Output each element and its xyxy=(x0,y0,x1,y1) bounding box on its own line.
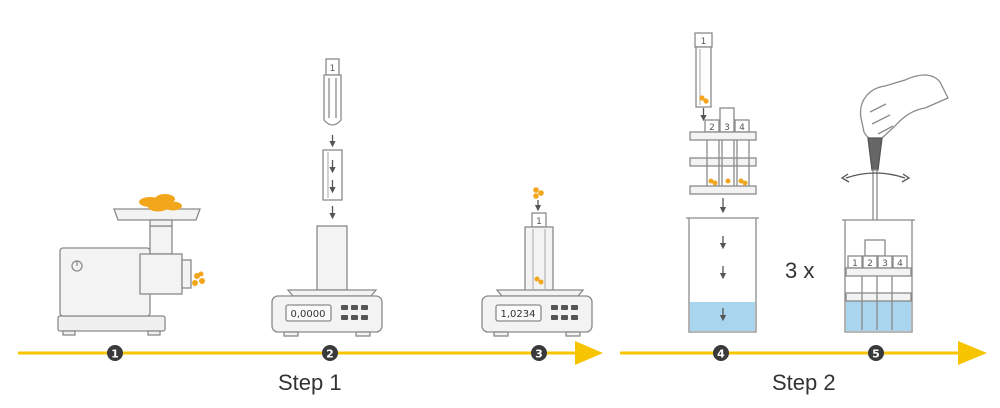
timeline-step2 xyxy=(620,341,987,365)
beaker-rack-label-1: 1 xyxy=(852,259,858,269)
step-number-2: 2 xyxy=(326,348,334,361)
timeline-step1 xyxy=(18,341,603,365)
rack-label-4: 4 xyxy=(739,123,745,133)
balance-weigh-sample-icon: 1 xyxy=(481,187,593,337)
tube-label-step3: 1 xyxy=(536,217,542,227)
step-number-4: 4 xyxy=(717,348,725,361)
step2-label: Step 2 xyxy=(772,370,836,395)
ground-sample-output xyxy=(192,271,205,286)
balance-tare-icon: 1 xyxy=(271,58,383,337)
beaker-rack-label-2: 2 xyxy=(867,259,873,269)
beaker-rack-label-4: 4 xyxy=(897,259,903,269)
sample-pieces-tray xyxy=(139,194,182,212)
balance-keypad xyxy=(341,305,368,320)
step-number-5: 5 xyxy=(872,348,880,361)
tube-label-step4: 1 xyxy=(701,37,707,47)
timeline-step2-arrowhead xyxy=(958,341,987,365)
step-number-1: 1 xyxy=(111,348,119,361)
step-marker-4: 4 xyxy=(713,345,729,361)
step-marker-1: 1 xyxy=(107,345,123,361)
repeat-count-label: 3 x xyxy=(785,258,815,283)
meat-grinder-icon xyxy=(57,208,201,336)
step-number-3: 3 xyxy=(535,348,543,361)
rack-label-3: 3 xyxy=(724,123,730,133)
step-marker-5: 5 xyxy=(868,345,884,361)
hand-rotate-rack-icon: 1 2 3 4 xyxy=(840,74,949,333)
balance-display-step2: 0,0000 xyxy=(291,309,326,320)
balance-keypad-step3 xyxy=(551,305,578,320)
step1-label: Step 1 xyxy=(278,370,342,395)
tubes-into-beaker-icon: 1 2 3 4 xyxy=(686,32,759,333)
step-marker-2: 2 xyxy=(322,345,338,361)
beaker-rack-label-3: 3 xyxy=(882,259,888,269)
balance-display-step3: 1,0234 xyxy=(501,309,536,320)
rack-label-2: 2 xyxy=(709,123,715,133)
timeline-step1-arrowhead xyxy=(575,341,603,365)
step-marker-3: 3 xyxy=(531,345,547,361)
tube-label-1: 1 xyxy=(330,64,336,74)
